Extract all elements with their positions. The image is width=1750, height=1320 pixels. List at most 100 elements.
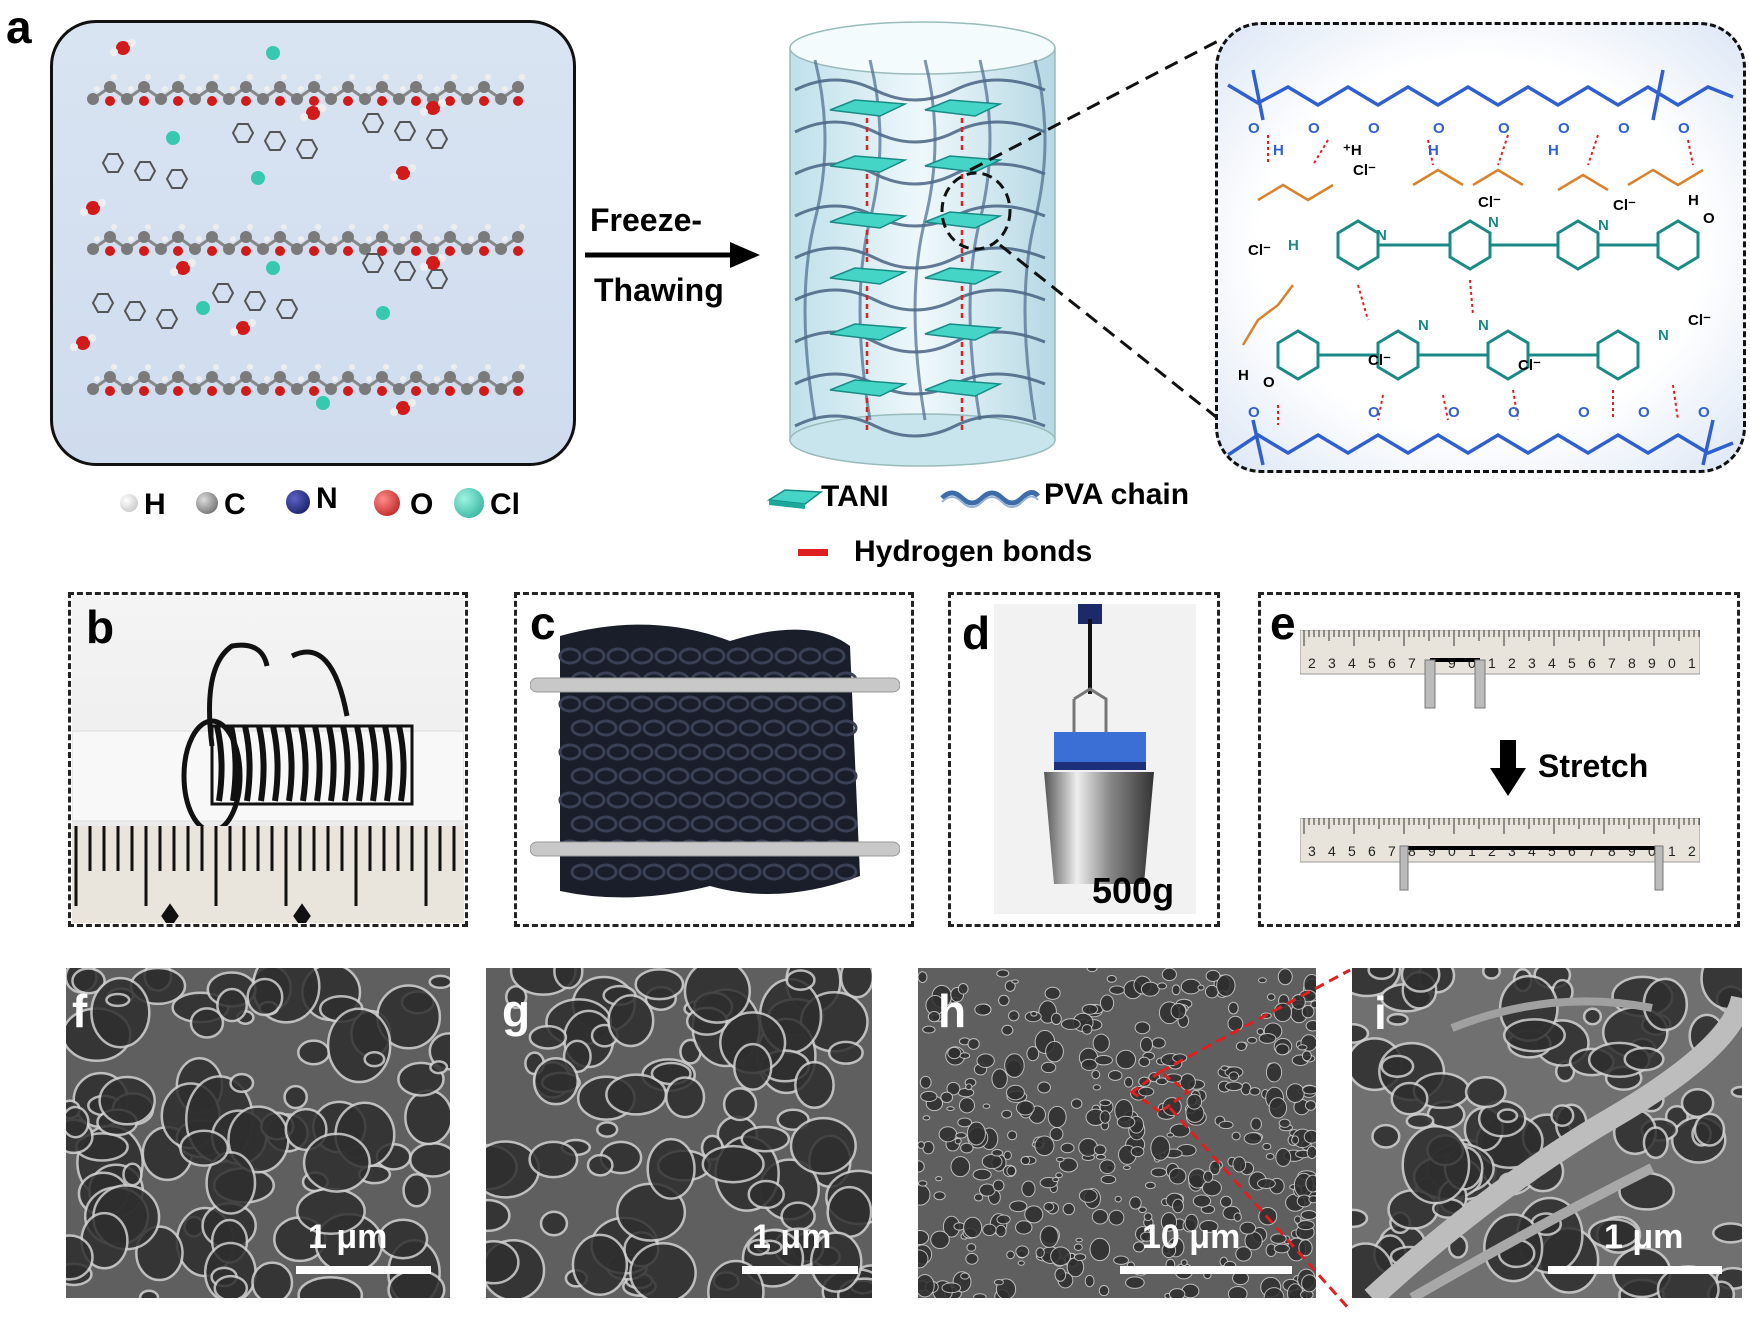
panel-label-f: f (72, 985, 88, 1037)
scale-bar-i (1548, 1266, 1722, 1274)
svg-text:H: H (1428, 142, 1439, 159)
stretch-arrow-icon (1490, 740, 1526, 796)
svg-text:H: H (1548, 142, 1559, 159)
panel-label-e: e (1270, 597, 1296, 649)
svg-text:Cl⁻: Cl⁻ (1248, 242, 1271, 259)
hydrogel-cylinder-drawing (789, 21, 1056, 467)
svg-text:1: 1 (1468, 843, 1476, 859)
svg-text:0: 0 (1468, 655, 1476, 671)
panel-c-frame (514, 592, 914, 927)
svg-text:2: 2 (1508, 655, 1516, 671)
svg-text:5: 5 (1348, 843, 1356, 859)
svg-text:2: 2 (1308, 655, 1316, 671)
scale-label-g: 1 μm (752, 1218, 832, 1256)
chlorine-atom-icon (454, 488, 484, 518)
svg-text:Cl⁻: Cl⁻ (1478, 194, 1501, 211)
svg-text:4: 4 (1348, 655, 1356, 671)
scale-bar-g (742, 1266, 858, 1274)
knitted-fabric-photo (530, 624, 900, 898)
svg-text:O: O (1698, 404, 1710, 421)
svg-text:H: H (1688, 192, 1699, 209)
svg-text:N: N (1478, 317, 1489, 334)
svg-text:4: 4 (1528, 843, 1536, 859)
hbond-legend: Hydrogen bonds (798, 535, 1178, 575)
zoom-guide-lines (940, 38, 1221, 422)
svg-text:O: O (1678, 120, 1690, 137)
scale-bar-h (1120, 1266, 1292, 1274)
svg-text:O: O (1248, 404, 1260, 421)
svg-text:0: 0 (1448, 843, 1456, 859)
svg-text:2: 2 (1488, 843, 1496, 859)
svg-text:O: O (1368, 404, 1380, 421)
scale-label-h: 10 μm (1142, 1218, 1241, 1256)
panel-label-d: d (962, 607, 991, 659)
sem-image-g (486, 968, 872, 1298)
svg-text:1: 1 (1668, 843, 1676, 859)
panel-b-frame (68, 592, 468, 927)
svg-text:8: 8 (1608, 843, 1616, 859)
stretch-label: Stretch (1538, 748, 1649, 784)
svg-text:5: 5 (1568, 655, 1576, 671)
svg-text:0: 0 (1668, 655, 1676, 671)
svg-text:7: 7 (1608, 655, 1616, 671)
svg-text:9: 9 (1448, 655, 1456, 671)
molecule-mixture-drawing (70, 39, 525, 416)
carbon-atom-icon (196, 492, 218, 514)
panel-label-i: i (1374, 987, 1387, 1039)
atom-legend-h-label: H (144, 488, 166, 521)
svg-text:N: N (1598, 217, 1609, 234)
zoom-region-indicator (1129, 968, 1352, 1311)
wound-fiber-photo (72, 642, 464, 923)
scale-bar-f (296, 1266, 431, 1274)
svg-text:O: O (1368, 120, 1380, 137)
svg-text:0: 0 (1648, 843, 1656, 859)
svg-text:O: O (1433, 120, 1445, 137)
tani-legend: TANI (765, 478, 915, 518)
weight-hanging-photo (1044, 604, 1154, 884)
hydrogel-cylinder (785, 20, 1060, 470)
oxygen-atom-icon (374, 490, 400, 516)
svg-text:3: 3 (1528, 655, 1536, 671)
svg-text:6: 6 (1568, 843, 1576, 859)
svg-text:3: 3 (1308, 843, 1316, 859)
panel-c-photo (530, 606, 900, 916)
svg-text:O: O (1558, 120, 1570, 137)
svg-text:Cl⁻: Cl⁻ (1688, 312, 1711, 329)
svg-text:9: 9 (1648, 655, 1656, 671)
panel-label-h: h (938, 985, 967, 1037)
panel-d-frame (948, 592, 1220, 927)
freeze-thawing-label-1: Freeze- (590, 202, 703, 238)
atom-legend-o-label: O (410, 488, 434, 521)
svg-text:5: 5 (1368, 655, 1376, 671)
svg-text:H: H (1288, 237, 1299, 254)
svg-text:N: N (1658, 327, 1669, 344)
pva-legend-label: PVA chain (1044, 478, 1190, 511)
svg-text:O: O (1308, 120, 1320, 137)
panel-label-b: b (86, 601, 115, 653)
svg-text:5: 5 (1548, 843, 1556, 859)
panel-e-frame (1258, 592, 1740, 927)
svg-text:Cl⁻: Cl⁻ (1518, 357, 1541, 374)
tani-sheet-icon (766, 489, 824, 509)
pva-legend: PVA chain (940, 478, 1240, 518)
svg-text:O: O (1263, 374, 1275, 391)
svg-text:Cl⁻: Cl⁻ (1368, 352, 1391, 369)
atom-legend-n-label: N (316, 482, 338, 515)
svg-text:6: 6 (1368, 843, 1376, 859)
pva-chain-icon (940, 490, 1040, 508)
svg-text:O: O (1703, 210, 1715, 227)
svg-text:7: 7 (1588, 843, 1596, 859)
hbond-legend-swatch (798, 549, 828, 556)
svg-text:8: 8 (1628, 655, 1636, 671)
atom-legend: H C N O Cl (120, 482, 540, 522)
svg-text:N: N (1488, 214, 1499, 231)
scale-label-i: 1 μm (1604, 1218, 1684, 1256)
svg-text:7: 7 (1408, 655, 1416, 671)
sem-image-i (1352, 968, 1742, 1298)
freeze-thawing-label-2: Thawing (594, 272, 724, 308)
svg-text:O: O (1248, 120, 1260, 137)
